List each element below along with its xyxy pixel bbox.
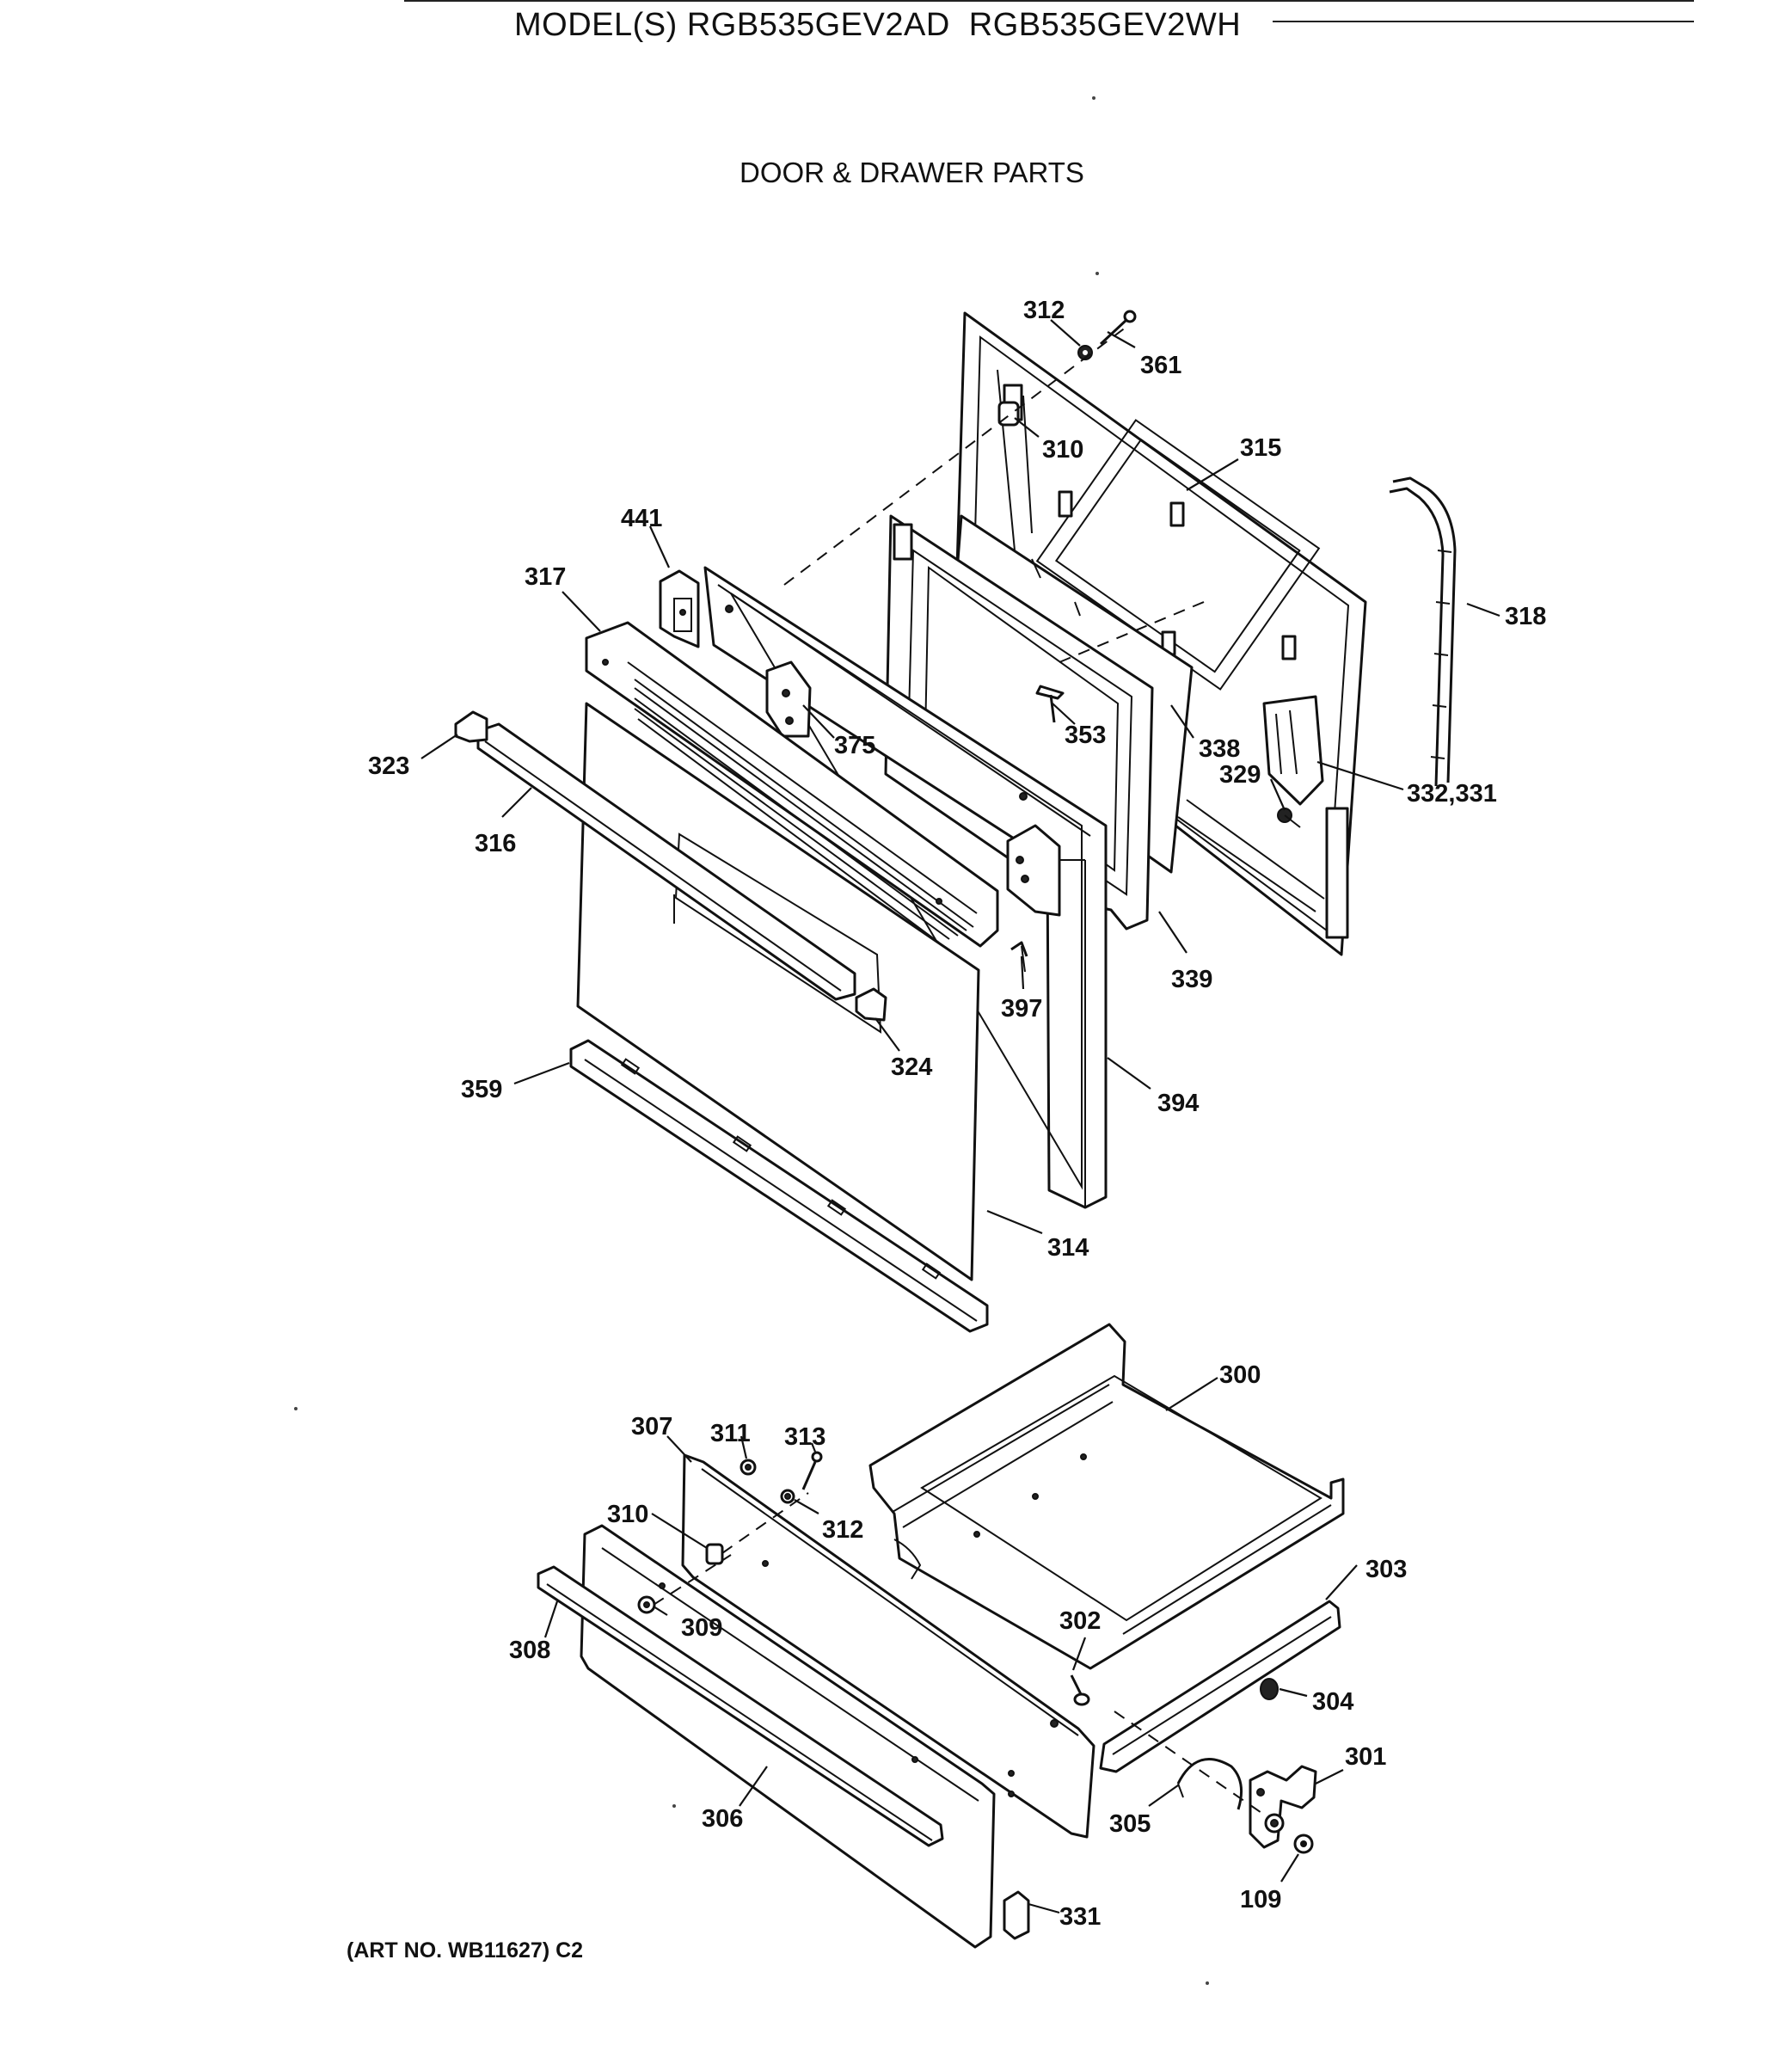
callout-309: 309 xyxy=(681,1614,722,1642)
drawer-rail-303 xyxy=(1099,1600,1341,1773)
handle-end-cap-324 xyxy=(855,987,887,1022)
header-rule xyxy=(404,0,1694,2)
callout-307: 307 xyxy=(631,1413,672,1440)
callout-394: 394 xyxy=(1157,1090,1199,1117)
callout-310-bottom: 310 xyxy=(607,1501,648,1528)
callout-338: 338 xyxy=(1199,735,1240,763)
callout-313: 313 xyxy=(784,1423,825,1451)
vent-panel-317 xyxy=(585,621,999,948)
callout-303: 303 xyxy=(1365,1556,1407,1583)
scan-speck xyxy=(294,1407,298,1410)
nut-311 xyxy=(740,1459,757,1476)
callout-318: 318 xyxy=(1505,603,1546,630)
model-label: MODEL(S) RGB535GEV2AD xyxy=(514,7,950,43)
leader-lines xyxy=(420,319,1500,1914)
screw-302 xyxy=(1070,1674,1090,1706)
drawer-handle-308 xyxy=(537,1565,944,1847)
scan-speck xyxy=(1095,272,1099,275)
art-number: (ART NO. WB11627) C2 xyxy=(347,1938,584,1963)
callout-306: 306 xyxy=(702,1805,743,1833)
nut-312-top xyxy=(1077,345,1093,360)
screw-313 xyxy=(801,1451,823,1490)
bracket-331-bottom xyxy=(1003,1890,1030,1940)
callout-308: 308 xyxy=(509,1637,550,1664)
nut-109 xyxy=(1293,1834,1314,1854)
door-handle-316 xyxy=(476,722,856,1001)
callout-312-bottom: 312 xyxy=(822,1516,863,1544)
callout-312-top: 312 xyxy=(1023,297,1065,324)
bottom-trim-359 xyxy=(569,1039,989,1333)
model-title: MODEL(S) RGB535GEV2AD RGB535GEV2WH xyxy=(514,7,1260,44)
roller-304 xyxy=(1260,1678,1279,1700)
callout-323: 323 xyxy=(368,752,409,780)
hinge-bracket-332-331 xyxy=(1262,695,1324,806)
screw-309 xyxy=(637,1595,656,1614)
callout-311: 311 xyxy=(710,1420,751,1447)
model-label-2: RGB535GEV2WH xyxy=(968,7,1242,43)
section-title: DOOR & DRAWER PARTS xyxy=(740,157,1084,188)
handle-end-cap-323 xyxy=(454,710,488,743)
drawer-inner-panel-307 xyxy=(681,1453,1095,1839)
bracket-301 xyxy=(1249,1765,1317,1849)
screw-353 xyxy=(1035,685,1065,723)
callout-304: 304 xyxy=(1312,1688,1353,1716)
callout-301: 301 xyxy=(1345,1743,1386,1771)
scan-speck xyxy=(1206,1981,1209,1985)
drawer-box-300 xyxy=(868,1323,1345,1670)
callout-109: 109 xyxy=(1240,1886,1281,1914)
callout-397: 397 xyxy=(1001,995,1042,1023)
callout-316: 316 xyxy=(475,830,516,857)
callout-302: 302 xyxy=(1059,1607,1101,1635)
callout-353: 353 xyxy=(1065,722,1106,749)
callout-332-331: 332,331 xyxy=(1407,780,1497,808)
scan-speck xyxy=(1092,96,1095,100)
spring-305 xyxy=(1176,1758,1243,1810)
bracket-375 xyxy=(765,660,812,738)
screw-361 xyxy=(1099,310,1137,346)
callout-331-bottom: 331 xyxy=(1059,1903,1101,1931)
callout-329: 329 xyxy=(1219,761,1261,789)
callout-339: 339 xyxy=(1171,966,1212,993)
callout-317: 317 xyxy=(525,563,566,591)
callout-375: 375 xyxy=(834,732,875,759)
callout-361: 361 xyxy=(1140,352,1181,379)
callout-359: 359 xyxy=(461,1076,502,1103)
spacer-310-bottom xyxy=(705,1543,724,1565)
callout-305: 305 xyxy=(1109,1810,1151,1838)
callout-314: 314 xyxy=(1047,1234,1089,1262)
callout-310-top: 310 xyxy=(1042,436,1083,464)
callout-324: 324 xyxy=(891,1054,932,1081)
hinge-right xyxy=(1006,824,1061,917)
callout-300: 300 xyxy=(1219,1361,1261,1389)
screw-397 xyxy=(1010,941,1028,973)
door-gasket-318 xyxy=(1389,476,1457,787)
hinge-441 xyxy=(659,569,700,648)
callout-441: 441 xyxy=(621,505,662,532)
nut-312-bottom xyxy=(780,1489,795,1504)
scan-speck xyxy=(672,1804,676,1808)
callout-315: 315 xyxy=(1240,434,1281,462)
header-rule-right xyxy=(1273,21,1694,22)
